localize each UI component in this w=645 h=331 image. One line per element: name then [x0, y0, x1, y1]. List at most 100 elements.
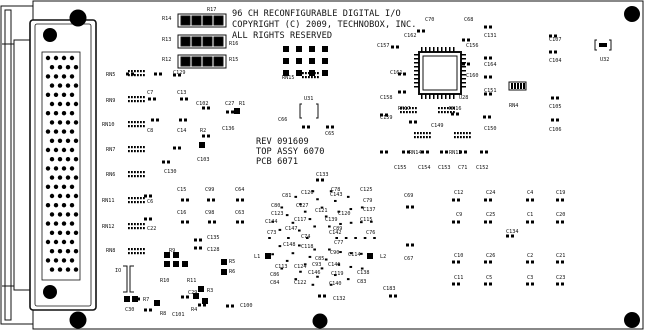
connector-pin [69, 129, 75, 134]
connector-pin [49, 83, 55, 88]
mounting-hole [43, 28, 57, 42]
smd-capacitor [226, 304, 234, 308]
connector-pin [49, 65, 55, 70]
connector-pin [69, 147, 75, 153]
smd-capacitor [236, 220, 244, 224]
designator-c25: C25 [486, 212, 496, 218]
designator-r7: R7 [143, 297, 150, 303]
smd-capacitor [198, 303, 206, 307]
designator-c86: C86 [270, 272, 280, 278]
smd-capacitor [484, 220, 492, 224]
bypass-cap [316, 275, 319, 278]
connector-pin [61, 166, 67, 171]
designator-c76: C76 [366, 230, 376, 236]
mounting-hole [624, 312, 640, 328]
designator-c101: C101 [172, 312, 185, 318]
connector-pin [65, 175, 71, 180]
designator-r17: R17 [207, 7, 217, 13]
connector-pin [57, 193, 63, 199]
bypass-cap [299, 203, 302, 206]
bypass-cap [324, 258, 328, 261]
connector-pin [53, 203, 59, 208]
designator-c99: C99 [205, 187, 215, 193]
designator-rn5: RN5 [106, 72, 116, 78]
designator-c98: C98 [205, 210, 215, 216]
smd-capacitor [551, 96, 559, 100]
smd-capacitor [526, 282, 534, 286]
designator-r12: R12 [162, 57, 172, 63]
designator-r16: R16 [229, 41, 239, 47]
board-outline [32, 0, 644, 330]
designator-c3: C3 [527, 275, 534, 281]
bypass-cap [334, 274, 337, 277]
connector-pin [57, 175, 63, 180]
bypass-cap [363, 237, 367, 239]
bypass-cap [298, 244, 301, 247]
resistor-network [128, 248, 145, 255]
smd-capacitor [409, 120, 417, 124]
assembly-pcb: PCB 6071 [256, 157, 299, 167]
smd-capacitor [318, 294, 326, 298]
connector-pin [73, 101, 79, 107]
connector-pin [57, 138, 63, 143]
designator-rn6: RN6 [106, 172, 116, 178]
connector-pin [53, 129, 59, 134]
bypass-cap [324, 215, 328, 218]
bypass-cap [329, 283, 333, 286]
designator-c8: C8 [147, 128, 154, 134]
connector-pin [73, 120, 79, 125]
mounting-hole [69, 9, 87, 27]
designator-c134: C134 [506, 229, 519, 235]
designator-c66: C66 [278, 117, 288, 123]
bypass-cap [280, 267, 284, 270]
smd-capacitor [483, 115, 491, 119]
designator-c114: C114 [348, 252, 361, 258]
connector-pin [57, 249, 63, 254]
smd-capacitor [452, 220, 460, 224]
designator-c150: C150 [484, 126, 497, 132]
designator-c5: C5 [486, 275, 493, 281]
bypass-cap [335, 237, 338, 239]
smd-capacitor [406, 243, 414, 247]
designator-c120: C120 [338, 211, 351, 217]
smd-capacitor [484, 56, 492, 60]
designator-c105: C105 [549, 104, 562, 110]
smd-capacitor [484, 198, 492, 202]
connector-pin [45, 74, 51, 79]
smd-capacitor [556, 198, 564, 202]
connector-pin [53, 111, 59, 116]
resistor-network [302, 72, 319, 79]
designator-c83: C83 [357, 279, 367, 285]
connector-pin [53, 184, 59, 189]
connector-pin [53, 74, 59, 79]
bypass-cap [285, 214, 289, 217]
connector-pin [57, 212, 63, 217]
smd-capacitor [526, 198, 534, 202]
smd-capacitor [549, 34, 557, 38]
designator-c71: C71 [458, 165, 468, 171]
bypass-cap [339, 251, 342, 254]
connector-pin [49, 249, 55, 254]
connector-pin [61, 147, 67, 153]
board-title-2: COPYRIGHT (C) 2009, TECHNOBOX, INC. [232, 20, 417, 30]
designator-c157: C157 [377, 43, 390, 49]
bypass-cap [329, 190, 333, 193]
designator-r5: R5 [229, 259, 236, 265]
smd-capacitor [526, 220, 534, 224]
bypass-cap [349, 252, 353, 255]
designator-c13: C13 [177, 90, 187, 96]
smd-capacitor [181, 198, 189, 202]
smd-capacitor [484, 75, 492, 79]
connector-pin [65, 267, 71, 272]
smd-capacitor [302, 125, 310, 129]
bypass-cap [346, 278, 350, 281]
smd-capacitor [556, 282, 564, 286]
designator-c78: C78 [331, 187, 341, 193]
designator-c151: C151 [484, 88, 497, 94]
designator-c140: C140 [329, 281, 342, 287]
connector-pin [45, 55, 51, 61]
bypass-cap [346, 195, 350, 198]
smd-capacitor [208, 220, 216, 224]
designator-c129: C129 [173, 70, 186, 76]
smd-capacitor [462, 38, 470, 42]
